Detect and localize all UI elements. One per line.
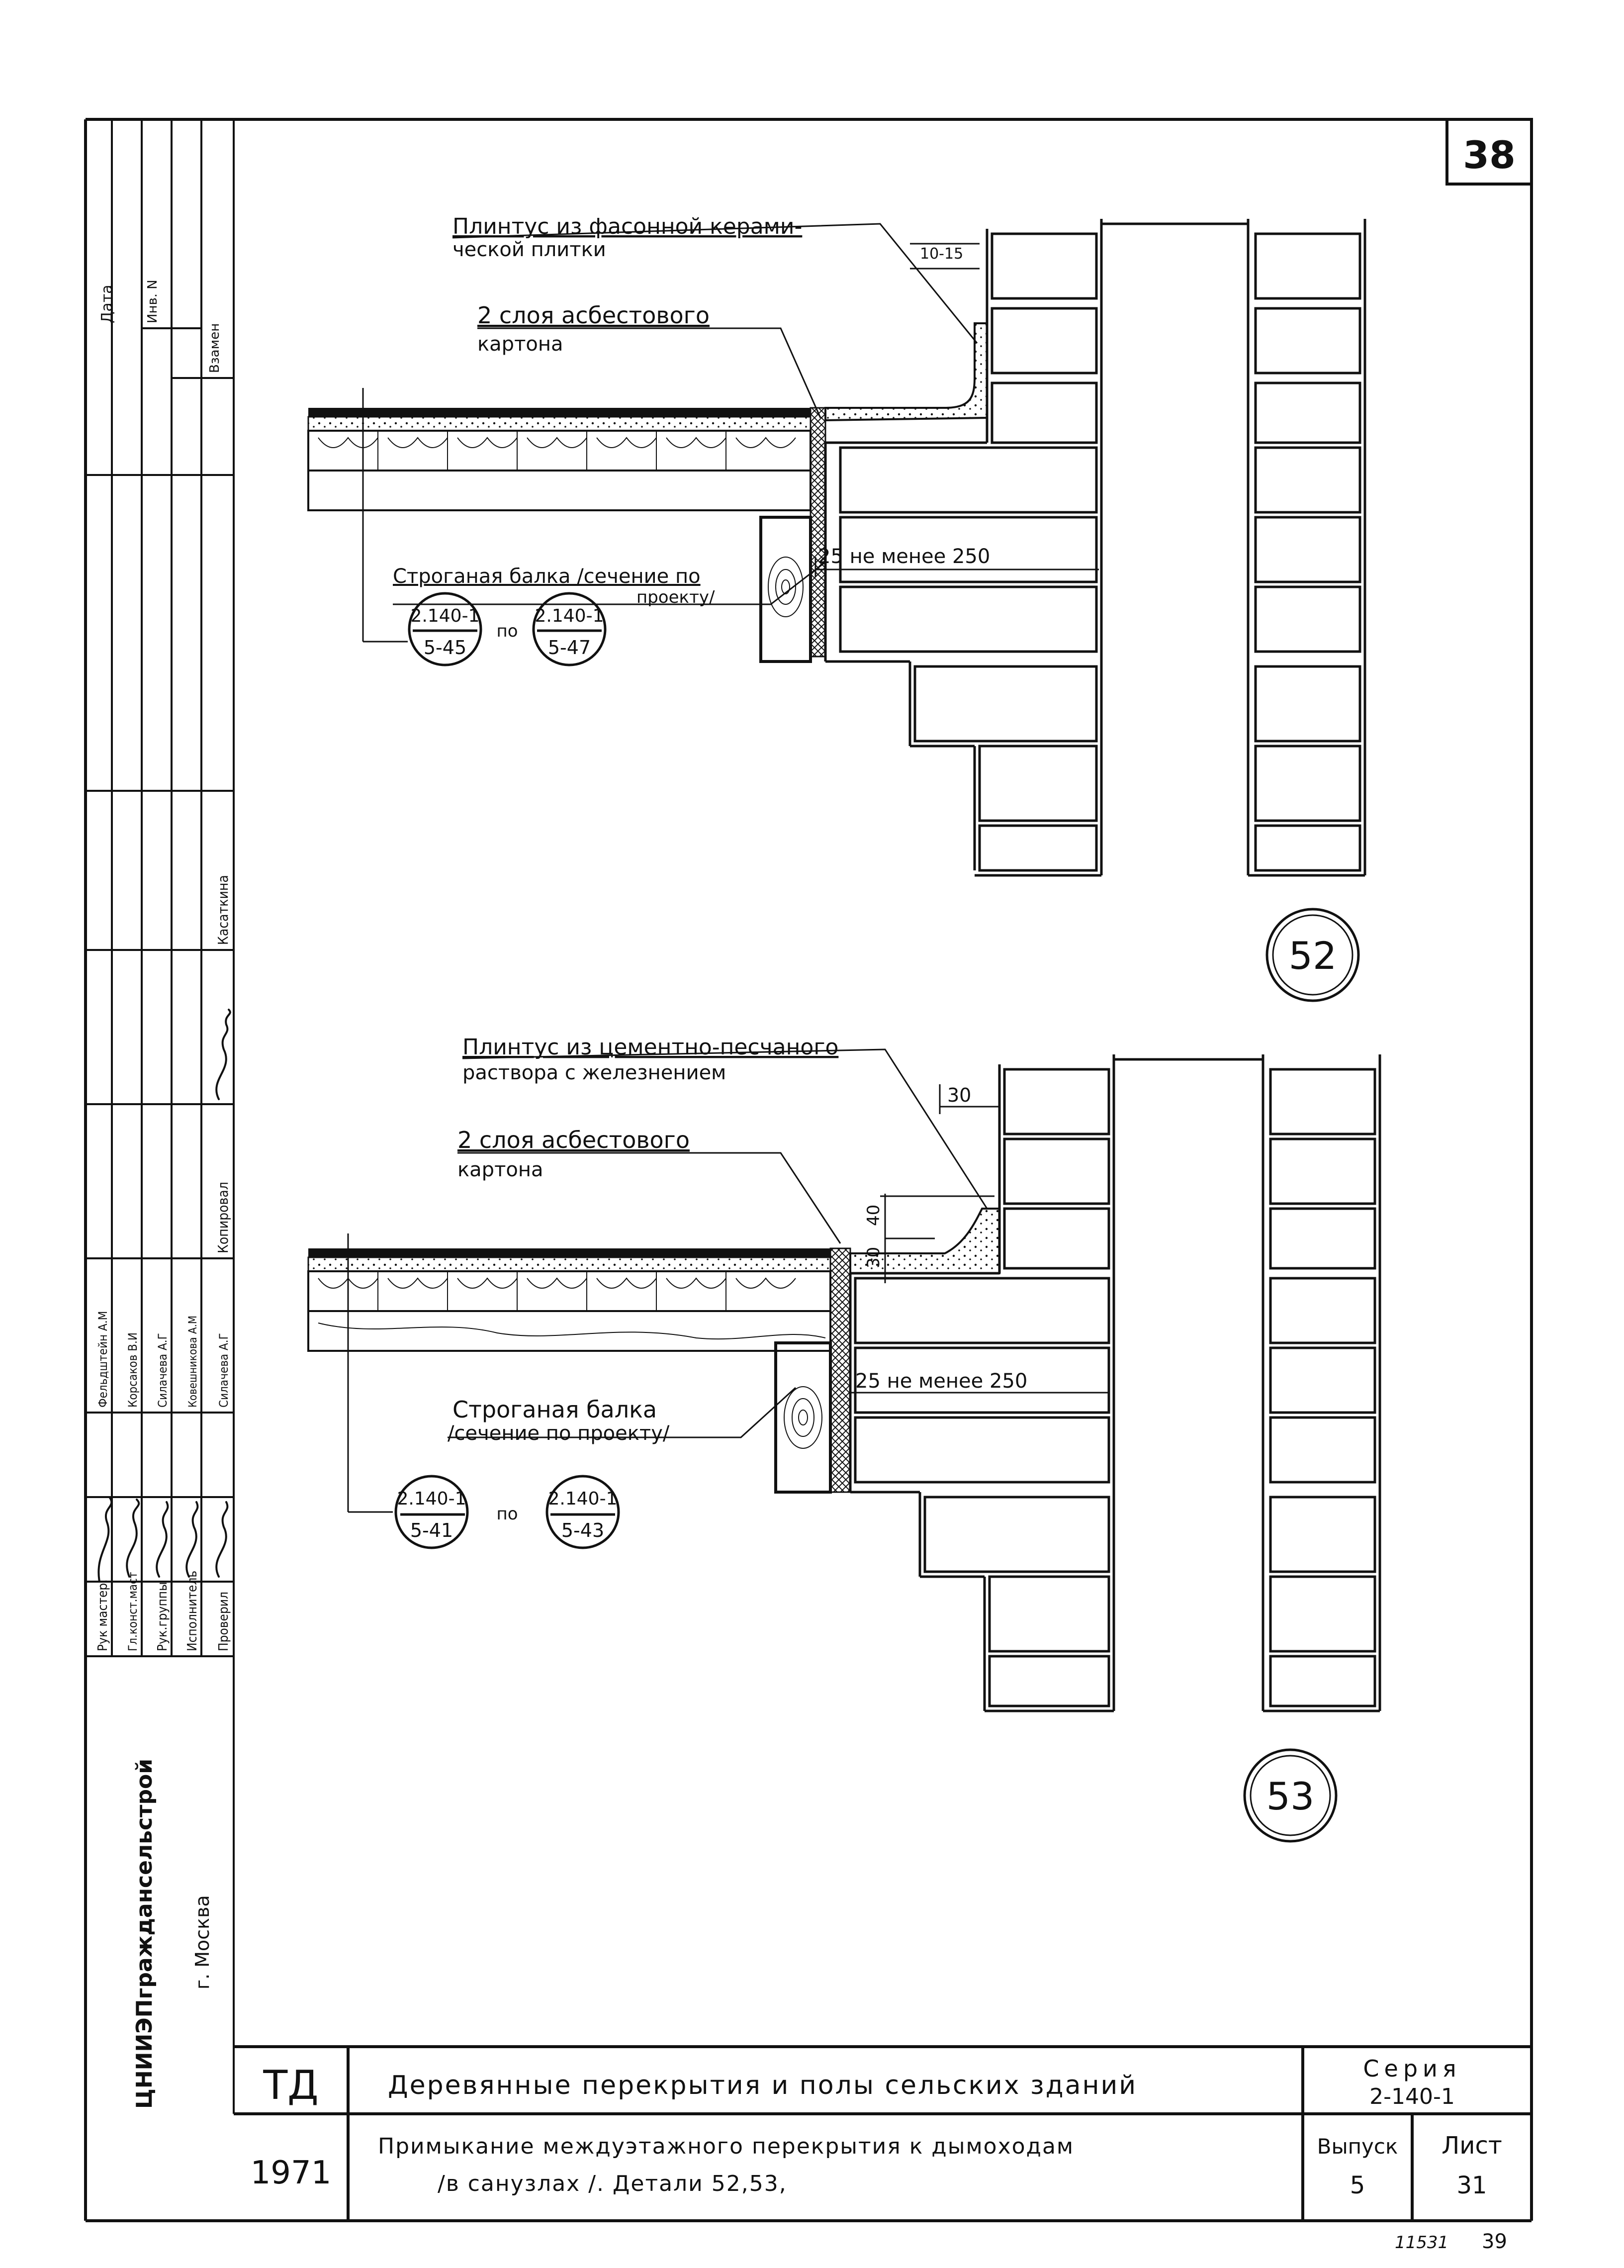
label-asbestos-52b: картона: [477, 333, 563, 356]
ref1-bot-52: 5-45: [424, 637, 466, 659]
dim-wall-53: 25 не менее 250: [855, 1370, 1027, 1393]
detail-number-52: 52: [1289, 934, 1337, 978]
series-value: 2-140-1: [1369, 2084, 1455, 2109]
ref-sep-52: по: [496, 621, 518, 641]
side-stamp: [85, 119, 235, 2114]
title-code: ТД: [263, 2062, 318, 2108]
org-name: ЦНИИЭПграждансельстрой: [132, 1759, 157, 2109]
footer-left: 11531: [1395, 2233, 1448, 2253]
role-5: Проверил: [216, 1592, 231, 1651]
ceramic-plinth-52: [824, 322, 988, 422]
sheet-value: 31: [1456, 2172, 1487, 2199]
ref2-bot-52: 5-47: [548, 637, 591, 659]
ref-sep-53: по: [496, 1504, 518, 1524]
replace-label: Взамен: [207, 323, 222, 373]
beam-cover-52: [307, 470, 812, 511]
name-2: Корсаков В.И: [126, 1332, 140, 1408]
page-number-box: 38: [1445, 118, 1533, 186]
planed-beam-52: [759, 516, 812, 663]
floor-board-53: [307, 1270, 831, 1312]
role-1: Рук мастер.: [95, 1579, 110, 1651]
detail-53: Плинтус из цементно-песчаного раствора с…: [307, 1035, 1381, 1843]
label-beam-52b: проекту/: [636, 587, 715, 607]
label-asbestos-53: 2 слоя асбестового: [457, 1127, 690, 1153]
ref2-top-52: 2.140-1: [535, 606, 604, 626]
role-3: Рук.группы: [155, 1582, 170, 1651]
side-stamp-text: Дата Инв. N Взамен Рук мастер. Гл.конст.…: [95, 280, 231, 2109]
ref2-bot-53: 5-43: [561, 1519, 604, 1541]
detail-52: Плинтус из фасонной керами- ческой плитк…: [307, 214, 1366, 1002]
cement-plinth-53: [849, 1208, 1000, 1274]
label-beam-53b: /сечение по проекту/: [448, 1422, 670, 1445]
role-4: Исполнитель: [185, 1571, 200, 1651]
name-1: Фельдштейн А.М: [96, 1311, 110, 1408]
role-2: Гл.конст.маст: [126, 1572, 140, 1651]
org-city: г. Москва: [191, 1895, 213, 1989]
ref1-bot-53: 5-41: [410, 1519, 453, 1541]
dim-top-52: 10-15: [920, 245, 963, 263]
dim-top-53: 30: [947, 1084, 971, 1106]
beam-cover-53: [307, 1310, 831, 1352]
page-number: 38: [1463, 133, 1516, 177]
title-block-text: ТД 1971 Деревянные перекрытия и полы сел…: [251, 2055, 1507, 2253]
title-block: [234, 2045, 1532, 2222]
label-plinth-52: Плинтус из фасонной керами-: [452, 214, 802, 239]
dim-wall-52: 25 не менее 250: [818, 545, 990, 568]
ref1-top-52: 2.140-1: [411, 606, 480, 626]
name-4: Ковешникова А.М: [187, 1316, 199, 1408]
floor-finish-52: [308, 408, 811, 417]
ref1-top-53: 2.140-1: [397, 1489, 466, 1509]
issue-label: Выпуск: [1317, 2134, 1398, 2159]
name-5: Силачева А.Г: [217, 1333, 231, 1408]
label-beam-53: Строганая балка: [452, 1396, 657, 1423]
date-label: Дата: [98, 284, 116, 323]
floor-board-52: [307, 430, 812, 472]
series-label: Серия: [1363, 2055, 1461, 2082]
title-main: Деревянные перекрытия и полы сельских зд…: [388, 2071, 1137, 2100]
ref2-top-53: 2.140-1: [548, 1489, 618, 1509]
floor-finish-53: [308, 1248, 830, 1257]
name-3: Силачева А.Г: [156, 1333, 170, 1408]
inv-label: Инв. N: [145, 280, 160, 323]
copied-label: Копировал: [215, 1182, 231, 1253]
label-beam-52: Строганая балка /сечение по: [393, 565, 701, 588]
sheet-label: Лист: [1442, 2132, 1502, 2160]
label-asbestos-53b: картона: [457, 1158, 543, 1181]
footer-right: 39: [1482, 2230, 1507, 2253]
label-plinth-53b: раствора с железнением: [462, 1061, 726, 1084]
title-year: 1971: [251, 2155, 332, 2191]
label-plinth-52b: ческой плитки: [452, 238, 606, 261]
copied-by: Касаткина: [215, 875, 231, 945]
issue-value: 5: [1350, 2172, 1365, 2199]
title-sub-2: /в санузлах /. Детали 52,53,: [438, 2171, 787, 2196]
dim-side-a-53: 30: [864, 1247, 884, 1268]
signatures: [97, 1009, 231, 1583]
title-sub-1: Примыкание междуэтажного перекрытия к ды…: [378, 2134, 1074, 2159]
dim-side-b-53: 40: [864, 1205, 884, 1226]
planed-beam-53: [774, 1341, 832, 1494]
detail-number-53: 53: [1266, 1774, 1315, 1818]
sheet-frame: [84, 118, 1533, 2222]
label-plinth-53: Плинтус из цементно-песчаного: [462, 1035, 838, 1060]
label-asbestos-52: 2 слоя асбестового: [477, 302, 710, 329]
brick-wall-52: [824, 219, 1366, 877]
